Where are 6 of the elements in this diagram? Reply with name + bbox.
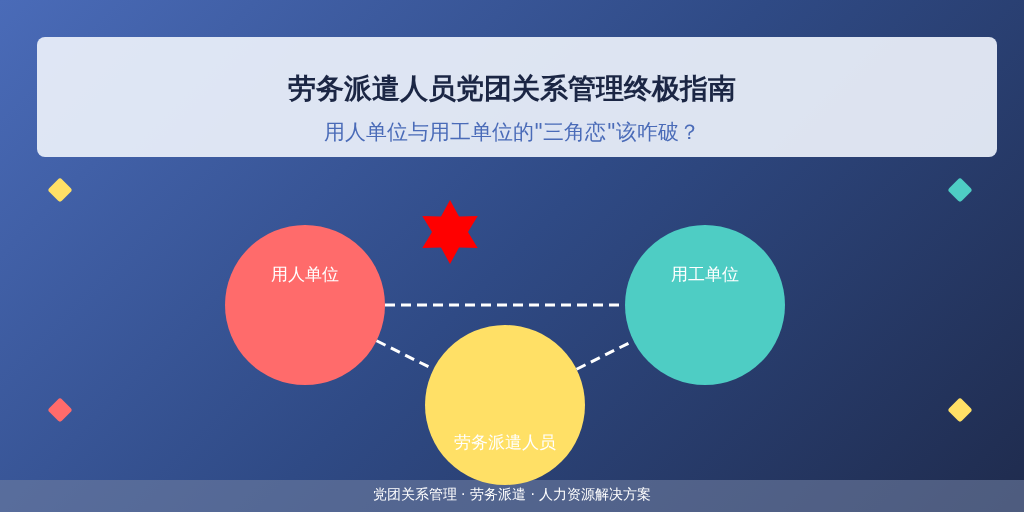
footer-text: 党团关系管理 · 劳务派遣 · 人力资源解决方案 [371,486,653,504]
title: 劳务派遣人员党团关系管理终极指南 [287,71,737,107]
node-label: 劳务派遣人员 [453,431,557,454]
node-label: 用工单位 [670,263,740,286]
node-label: 用人单位 [270,263,340,286]
subtitle: 用人单位与用工单位的"三角恋"该咋破？ [322,119,702,146]
